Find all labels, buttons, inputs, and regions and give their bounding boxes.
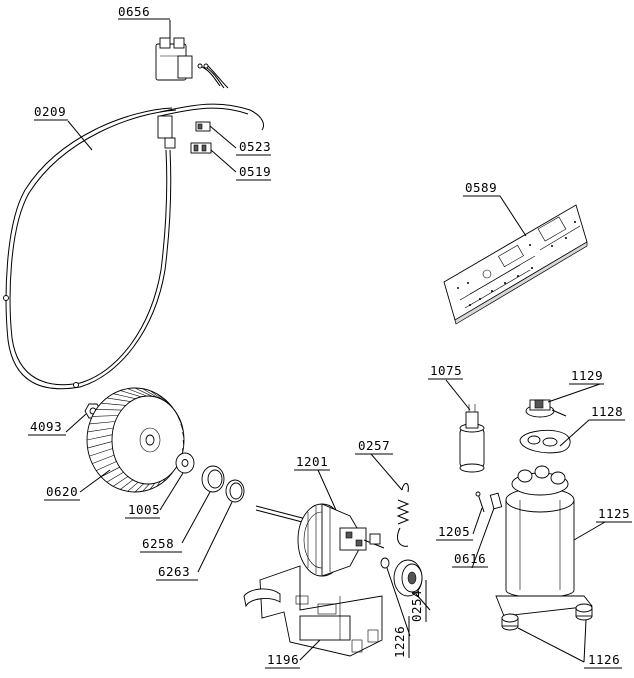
label-0523: 0523 <box>239 139 271 154</box>
part-0519-drawing <box>190 142 212 154</box>
part-0616-drawing <box>489 492 503 510</box>
part-0523-drawing <box>195 121 211 132</box>
part-1226-drawing <box>380 557 390 569</box>
part-6263-drawing <box>225 479 245 503</box>
part-1201-drawing <box>255 503 385 577</box>
part-1129-drawing <box>525 399 567 418</box>
label-0254: 0254 <box>409 590 424 622</box>
leader-lines <box>65 20 606 663</box>
label-1125: 1125 <box>598 506 630 521</box>
label-1128: 1128 <box>591 404 623 419</box>
part-1128-drawing <box>519 429 571 454</box>
part-1126-drawing <box>501 603 593 631</box>
label-0589: 0589 <box>465 180 497 195</box>
label-1075: 1075 <box>430 363 462 378</box>
part-1075-drawing <box>459 404 485 473</box>
part-1196-drawing <box>243 565 383 657</box>
label-0656: 0656 <box>118 4 150 19</box>
part-1125-drawing <box>495 465 593 617</box>
label-6263: 6263 <box>158 564 190 579</box>
label-1201: 1201 <box>296 454 328 469</box>
label-1196: 1196 <box>267 652 299 667</box>
part-1205-drawing <box>475 491 485 513</box>
label-6258: 6258 <box>142 536 174 551</box>
part-0656-drawing <box>155 37 229 89</box>
label-0209: 0209 <box>34 104 66 119</box>
part-1005-drawing <box>175 452 195 474</box>
part-0589-drawing <box>443 204 588 325</box>
part-labels: 0656 0209 0523 0519 0589 1075 1129 1128 … <box>28 4 632 669</box>
label-4093: 4093 <box>30 419 62 434</box>
label-1129: 1129 <box>571 368 603 383</box>
label-1126: 1126 <box>588 652 620 667</box>
label-1005: 1005 <box>128 502 160 517</box>
label-1205: 1205 <box>438 524 470 539</box>
label-0519: 0519 <box>239 164 271 179</box>
label-1226: 1226 <box>392 626 407 658</box>
label-0257: 0257 <box>358 438 390 453</box>
part-0254-drawing <box>393 559 423 597</box>
part-0209-drawing <box>3 103 264 390</box>
part-6258-drawing <box>201 465 225 493</box>
part-0257-drawing <box>396 483 410 547</box>
part-0620-drawing <box>86 387 185 493</box>
label-0620: 0620 <box>46 484 78 499</box>
label-0616: 0616 <box>454 551 486 566</box>
